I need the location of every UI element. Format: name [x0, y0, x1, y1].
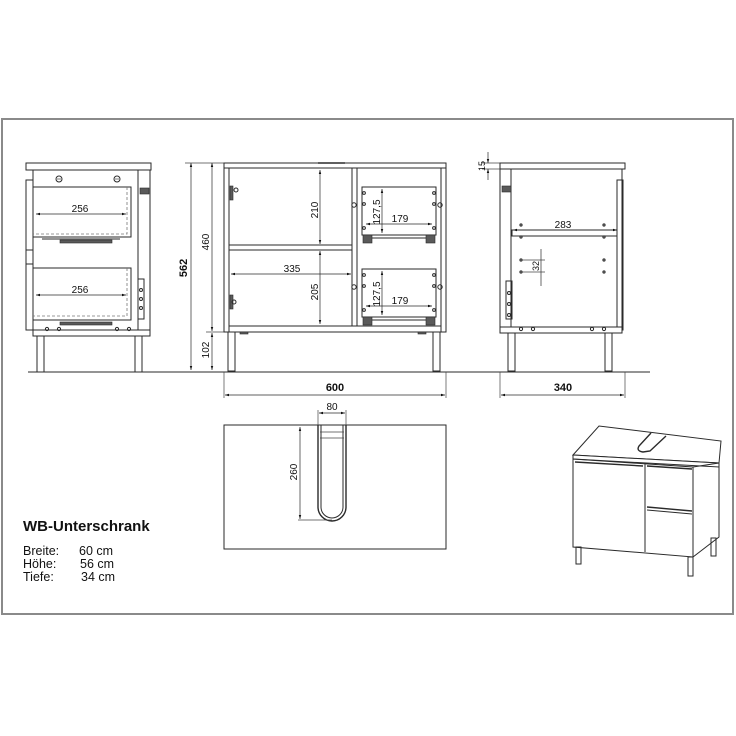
body-height-dim: 460: [201, 233, 212, 250]
front-view: 562 460 102 210 205 335: [178, 162, 447, 398]
drawer-height-dim-1: 127,5: [372, 199, 383, 224]
drawer-width-dim-front-2: 179: [392, 296, 409, 307]
drawer-width-dim-2: 256: [72, 285, 89, 296]
spec-value: 34 cm: [81, 570, 116, 584]
side-view-left: 256 256: [25, 162, 152, 373]
drawer-width-dim-front-1: 179: [392, 214, 409, 225]
title-block: WB-Unterschrank Breite: 60 cm Höhe: 56 c…: [23, 518, 150, 584]
total-depth-dim: 340: [554, 382, 572, 394]
spec-label: Höhe:: [23, 557, 57, 571]
upper-compartment-height-dim: 210: [310, 201, 321, 218]
hole-spacing-dim: 32: [531, 261, 541, 271]
top-thickness-dim: 15: [477, 161, 487, 171]
spec-row-height: Höhe: 56 cm: [23, 558, 150, 571]
isometric-view: [571, 425, 722, 577]
total-height-dim: 562: [178, 259, 190, 277]
spec-label: Breite:: [23, 544, 60, 558]
spec-value: 56 cm: [80, 557, 115, 571]
side-view-right: 15 283 32: [477, 152, 626, 398]
shelf-depth-dim: 283: [555, 220, 572, 231]
drawing-frame: [1, 118, 734, 615]
lower-compartment-height-dim: 205: [310, 283, 321, 300]
spec-row-width: Breite: 60 cm: [23, 545, 150, 558]
spec-row-depth: Tiefe: 34 cm: [23, 571, 150, 584]
drawer-height-dim-2: 127,5: [372, 281, 383, 306]
total-width-dim: 600: [326, 382, 344, 394]
top-view: 80 260: [223, 402, 447, 550]
shelf-width-dim: 335: [284, 264, 301, 275]
spec-label: Tiefe:: [23, 570, 54, 584]
drawer-width-dim-1: 256: [72, 204, 89, 215]
spec-value: 60 cm: [79, 544, 114, 558]
cutout-width-dim: 80: [326, 402, 338, 413]
leg-height-dim: 102: [201, 341, 212, 358]
product-title: WB-Unterschrank: [23, 518, 150, 535]
cutout-depth-dim: 260: [289, 463, 300, 480]
